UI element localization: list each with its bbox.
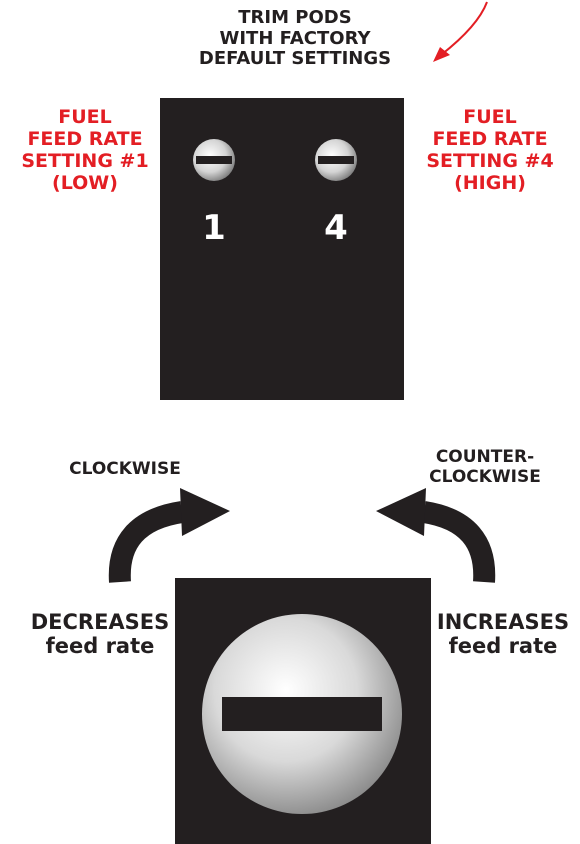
decreases-line-1: DECREASES: [30, 610, 170, 634]
pod-label-1: 1: [202, 208, 226, 248]
left-setting-line-4: (LOW): [52, 171, 118, 194]
right-setting-line-3: SETTING #4: [426, 149, 554, 172]
right-setting-line-2: FEED RATE: [432, 127, 548, 150]
counter-clockwise-label: COUNTER- CLOCKWISE: [410, 447, 560, 487]
right-setting-line-1: FUEL: [463, 106, 517, 128]
increases-label: INCREASES feed rate: [428, 610, 578, 658]
decreases-line-2: feed rate: [45, 634, 155, 659]
left-setting-line-2: FEED RATE: [27, 127, 143, 150]
decreases-label: DECREASES feed rate: [20, 610, 180, 658]
right-setting-label: FUEL FEED RATE SETTING #4 (HIGH): [420, 106, 560, 194]
counter-clockwise-line-2: CLOCKWISE: [429, 466, 541, 487]
clockwise-label: CLOCKWISE: [69, 459, 181, 479]
left-setting-line-1: FUEL: [58, 106, 112, 128]
trim-pod-panel: 1 4: [160, 98, 404, 400]
left-setting-line-3: SETTING #1: [21, 149, 149, 172]
header-line-1: TRIM PODS: [238, 7, 352, 28]
header-title: TRIM PODS WITH FACTORY DEFAULT SETTINGS: [190, 7, 400, 70]
right-setting-line-4: (HIGH): [454, 171, 526, 194]
header-line-3: DEFAULT SETTINGS: [198, 48, 392, 70]
slotted-screw-icon[interactable]: [192, 138, 236, 182]
slotted-screw-icon[interactable]: [202, 614, 402, 814]
header-line-2: WITH FACTORY: [219, 27, 371, 49]
left-setting-label: FUEL FEED RATE SETTING #1 (LOW): [20, 106, 150, 194]
counter-clockwise-line-1: COUNTER-: [435, 447, 535, 467]
increases-line-1: INCREASES: [436, 610, 570, 634]
trim-pod-closeup-panel: [175, 578, 431, 844]
slotted-screw-icon[interactable]: [314, 138, 358, 182]
pod-label-4: 4: [324, 208, 348, 248]
increases-line-2: feed rate: [448, 634, 558, 659]
